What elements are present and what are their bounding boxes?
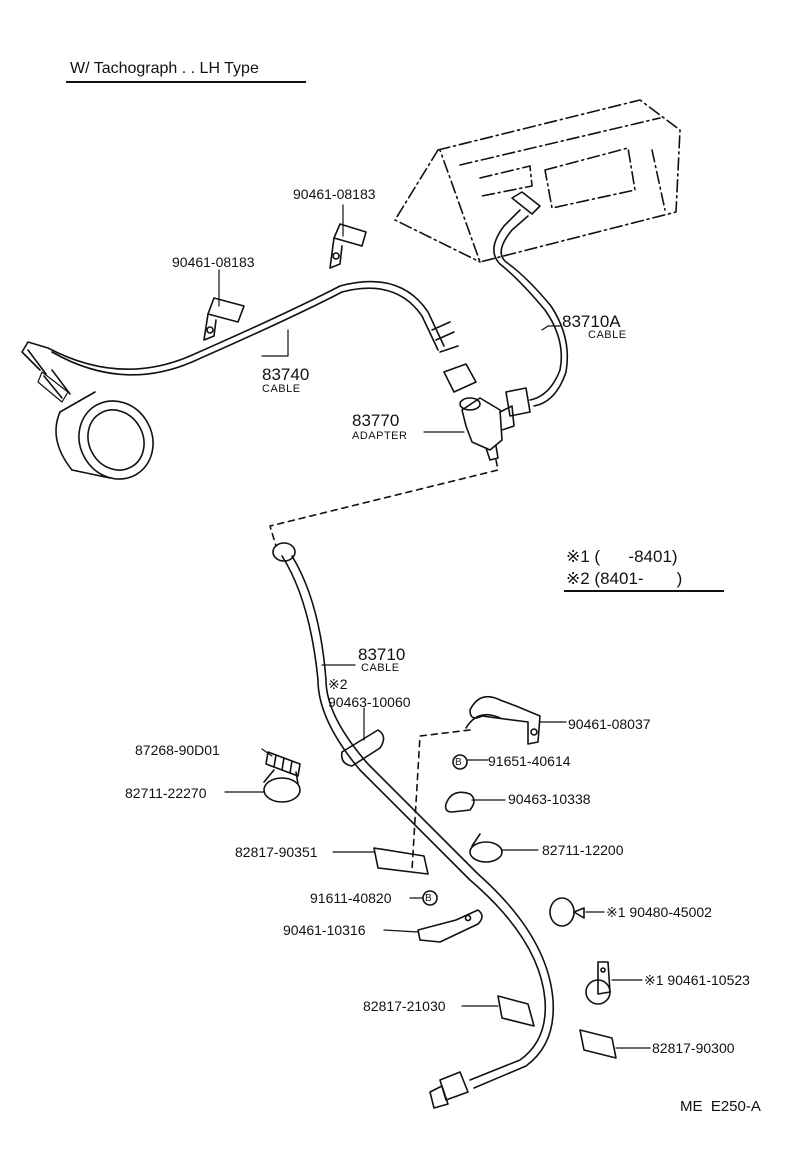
bracket-90461-08183-upper bbox=[329, 223, 367, 269]
label-clamp-82711-12200: 82711-12200 bbox=[542, 842, 624, 858]
legend-underline bbox=[564, 590, 724, 592]
label-cable-83710a-name: CABLE bbox=[588, 329, 627, 341]
label-bracket-90461-10316: 90461-10316 bbox=[283, 922, 366, 938]
protector-82817-90351 bbox=[373, 847, 429, 875]
label-clamp-90463-10338: 90463-10338 bbox=[508, 791, 591, 807]
label-bolt-91611-40820: 91611-40820 bbox=[310, 890, 392, 906]
label-clip-90461-08037: 90461-08037 bbox=[568, 716, 651, 732]
clip-guide-dashed bbox=[411, 729, 471, 871]
diagram-code: ME E250-A bbox=[680, 1098, 761, 1115]
label-adapter-number: 83770 bbox=[352, 411, 400, 430]
legend: ※1 ( -8401) ※2 (8401- ) bbox=[566, 546, 682, 590]
legend-line-2: ※2 (8401- ) bbox=[566, 569, 683, 588]
grommet-87268-90d01 bbox=[265, 751, 301, 777]
label-clamp-90463-10060: 90463-10060 bbox=[328, 694, 411, 710]
label-protector-82817-21030: 82817-21030 bbox=[363, 998, 446, 1014]
label-clamp-note: ※2 bbox=[328, 676, 348, 692]
b-circle-2 bbox=[422, 890, 438, 906]
label-bracket-lower: 90461-08183 bbox=[172, 254, 255, 270]
clamp-82711-12200 bbox=[469, 833, 503, 863]
label-adapter-name: ADAPTER bbox=[352, 430, 408, 442]
adapter-83770 bbox=[459, 397, 515, 461]
label-cable-83710a-number: 83710A bbox=[562, 312, 621, 331]
diagram-title: W/ Tachograph . . LH Type bbox=[70, 60, 259, 77]
label-b-mark-1: B bbox=[455, 757, 462, 768]
clamp-90463-10338 bbox=[444, 791, 475, 813]
label-bracket-90461-10523: ※1 90461-10523 bbox=[644, 972, 750, 988]
protector-82817-21030 bbox=[497, 995, 535, 1027]
tachograph-unit bbox=[394, 99, 681, 263]
clamp-82711-22270 bbox=[263, 769, 301, 803]
bracket-90461-10316 bbox=[417, 909, 483, 943]
legend-line-1: ※1 ( -8401) bbox=[566, 547, 678, 566]
label-cable-83710-name: CABLE bbox=[361, 662, 400, 674]
speedometer-gauge bbox=[37, 369, 154, 480]
label-protector-82817-90351: 82817-90351 bbox=[235, 844, 318, 860]
cable-83740 bbox=[21, 280, 477, 393]
label-b-mark-2: B bbox=[425, 893, 432, 904]
cable-83710a bbox=[493, 191, 569, 417]
b-circle-1 bbox=[452, 754, 468, 770]
connection-dashed-line bbox=[269, 459, 499, 547]
bracket-90461-10523 bbox=[585, 961, 611, 1005]
label-cable-83740-number: 83740 bbox=[262, 365, 310, 384]
label-grommet-90480-45002: ※1 90480-45002 bbox=[606, 904, 712, 920]
label-bracket-upper: 90461-08183 bbox=[293, 186, 376, 202]
label-cable-83740-name: CABLE bbox=[262, 383, 301, 395]
label-protector-82817-90300: 82817-90300 bbox=[652, 1040, 735, 1056]
label-clamp-82711-22270: 82711-22270 bbox=[125, 785, 207, 801]
title-underline bbox=[66, 81, 306, 83]
clip-90461-08037 bbox=[465, 695, 541, 745]
bracket-90461-08183-lower bbox=[203, 297, 245, 341]
cable-83710 bbox=[272, 542, 555, 1109]
label-cable-83710-number: 83710 bbox=[358, 645, 406, 664]
protector-82817-90300 bbox=[579, 1029, 617, 1059]
label-grommet-87268: 87268-90D01 bbox=[135, 742, 220, 758]
grommet-90480-45002 bbox=[549, 897, 585, 927]
label-bolt-91651-40614: 91651-40614 bbox=[488, 753, 571, 769]
leader-lines bbox=[218, 204, 651, 1049]
clamp-90463-10060 bbox=[340, 729, 385, 767]
